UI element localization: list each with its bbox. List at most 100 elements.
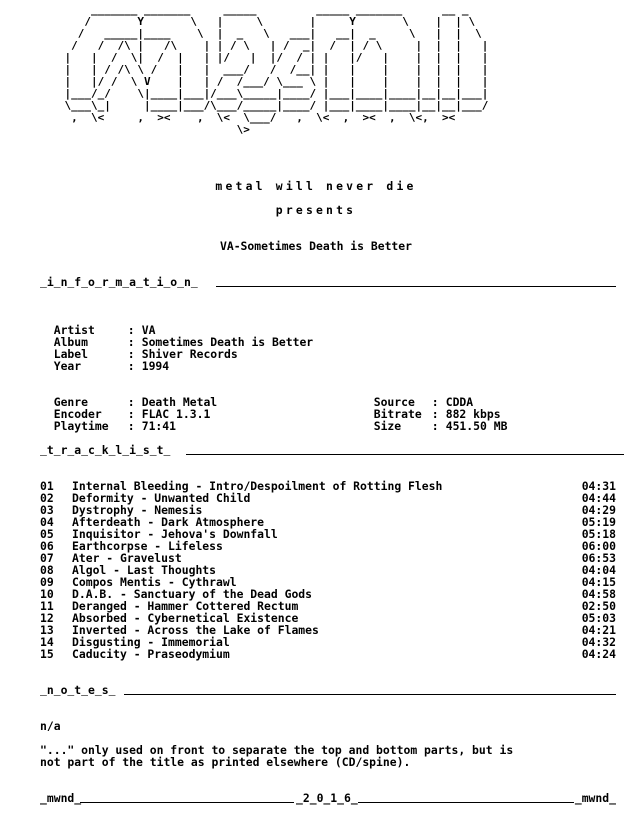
info-separator: : [127, 323, 135, 337]
track-title: Deranged - Hammer Cottered Rectum [72, 599, 299, 613]
section-information-rule [216, 286, 616, 287]
section-tracklist-rule [186, 454, 624, 455]
track-title: Ater - Gravelust [72, 551, 182, 565]
info-artist-label: Artist [53, 323, 95, 337]
track-number: 03 [40, 503, 54, 517]
info-source-row: Source: CDDA [360, 384, 473, 408]
info-encoder-row: Encoder:FLAC 1.3.1 [40, 396, 211, 421]
ascii-logo: _______ _______ _____ _____ _______ __ _… [64, 3, 489, 136]
info-separator: : [127, 395, 135, 409]
track-duration: 06:53 [581, 551, 616, 565]
info-size-value: 451.50 MB [445, 419, 508, 433]
track-number: 12 [40, 611, 54, 625]
track-title: Inquisitor - Jehova's Downfall [72, 527, 278, 541]
track-number: 05 [40, 527, 54, 541]
info-separator: : [431, 419, 439, 433]
section-tracklist-heading: _t_r_a_c_k_l_i_s_t_ [40, 444, 624, 456]
info-separator: : [127, 419, 135, 433]
track-number: 06 [40, 539, 54, 553]
track-duration: 04:29 [581, 503, 616, 517]
notes-line-3: not part of the title as printed elsewhe… [40, 755, 411, 769]
info-separator: : [431, 395, 439, 409]
info-source-label: Source [373, 395, 415, 409]
info-album-label: Album [53, 335, 89, 349]
track-title: Caducity - Praseodymium [72, 647, 230, 661]
info-bitrate-row: Bitrate:882 kbps [360, 396, 501, 420]
track-duration: 04:44 [581, 491, 616, 505]
track-title: Deformity - Unwanted Child [72, 491, 251, 505]
track-duration: 02:50 [581, 599, 616, 613]
track-title: Absorbed - Cybernetical Existence [72, 611, 299, 625]
info-playtime-row: Playtime:71:41 [40, 408, 176, 432]
info-label-label: Label [53, 347, 89, 361]
track-number: 02 [40, 491, 54, 505]
info-bitrate-label: Bitrate [373, 407, 422, 421]
info-year-value: 1994 [141, 359, 170, 373]
footer: _mwnd_ _2_0_1_6_ _mwnd_ [40, 792, 616, 804]
footer-year: _2_0_1_6_ [296, 791, 358, 805]
info-source-value: CDDA [445, 395, 474, 409]
track-duration: 05:18 [581, 527, 616, 541]
section-notes-label: _n_o_t_e_s_ [40, 684, 116, 696]
track-duration: 05:03 [581, 611, 616, 625]
track-number: 07 [40, 551, 54, 565]
track-duration: 04:32 [581, 635, 616, 649]
track-duration: 04:58 [581, 587, 616, 601]
track-number: 09 [40, 575, 54, 589]
info-artist-value: VA [141, 323, 156, 337]
track-row: 05 Inquisitor - Jehova's Downfall 05:18 [40, 528, 616, 540]
presents-text: presents [275, 203, 357, 217]
track-number: 11 [40, 599, 54, 613]
section-notes-heading: _n_o_t_e_s_ [40, 684, 616, 696]
track-number: 01 [40, 479, 54, 493]
track-row: 11 Deranged - Hammer Cottered Rectum 02:50 [40, 600, 616, 612]
section-information-label: _i_n_f_o_r_m_a_t_i_o_n_ [40, 276, 198, 288]
track-title: Afterdeath - Dark Atmosphere [72, 515, 265, 529]
track-number: 04 [40, 515, 54, 529]
info-separator: : [431, 407, 439, 421]
track-number: 14 [40, 635, 54, 649]
info-separator: : [127, 359, 135, 373]
section-notes-rule [124, 694, 616, 695]
info-encoder-label: Encoder [53, 407, 102, 421]
info-year-label: Year [53, 359, 82, 373]
info-bitrate-value: 882 kbps [445, 407, 501, 421]
track-number: 13 [40, 623, 54, 637]
track-duration: 04:15 [581, 575, 616, 589]
track-row: 04 Afterdeath - Dark Atmosphere 05:19 [40, 516, 616, 528]
track-number: 08 [40, 563, 54, 577]
info-separator: : [127, 407, 135, 421]
info-playtime-value: 71:41 [141, 419, 177, 433]
track-title: Internal Bleeding - Intro/Despoilment of… [72, 479, 443, 493]
track-row: 02 Deformity - Unwanted Child 04:44 [40, 492, 616, 504]
track-title: Earthcorpse - Lifeless [72, 539, 223, 553]
track-duration: 04:31 [581, 479, 616, 493]
notes-line-2: "..." only used on front to separate the… [40, 743, 514, 757]
info-genre-row: Genre:Death Metal [40, 384, 217, 408]
tagline: metal will never die [215, 179, 417, 193]
info-playtime-label: Playtime [53, 419, 109, 433]
track-title: Compos Mentis - Cythrawl [72, 575, 237, 589]
tracklist: 01 Internal Bleeding - Intro/Despoilment … [40, 480, 616, 660]
info-album-row: Album:Sometimes Death is Better [40, 324, 313, 348]
track-row: 09 Compos Mentis - Cythrawl 04:15 [40, 576, 616, 588]
track-number: 15 [40, 647, 54, 661]
info-year-row: Year:1994 [40, 348, 169, 372]
track-row: 07 Ater - Gravelust 06:53 [40, 552, 616, 564]
track-duration: 05:19 [581, 515, 616, 529]
track-row: 12 Absorbed - Cybernetical Existence 05:03 [40, 612, 616, 624]
section-tracklist-label: _t_r_a_c_k_l_i_s_t_ [40, 444, 171, 456]
info-genre-value: Death Metal [141, 395, 218, 409]
info-label-value: Shiver Records [141, 347, 238, 361]
track-duration: 06:00 [581, 539, 616, 553]
info-label-row: Label:Shiver Records [40, 336, 238, 360]
info-artist-row: Artist: VA [40, 312, 156, 337]
release-title: VA-Sometimes Death is Better [219, 239, 413, 253]
track-duration: 04:04 [581, 563, 616, 577]
section-information-heading: _i_n_f_o_r_m_a_t_i_o_n_ [40, 276, 616, 288]
